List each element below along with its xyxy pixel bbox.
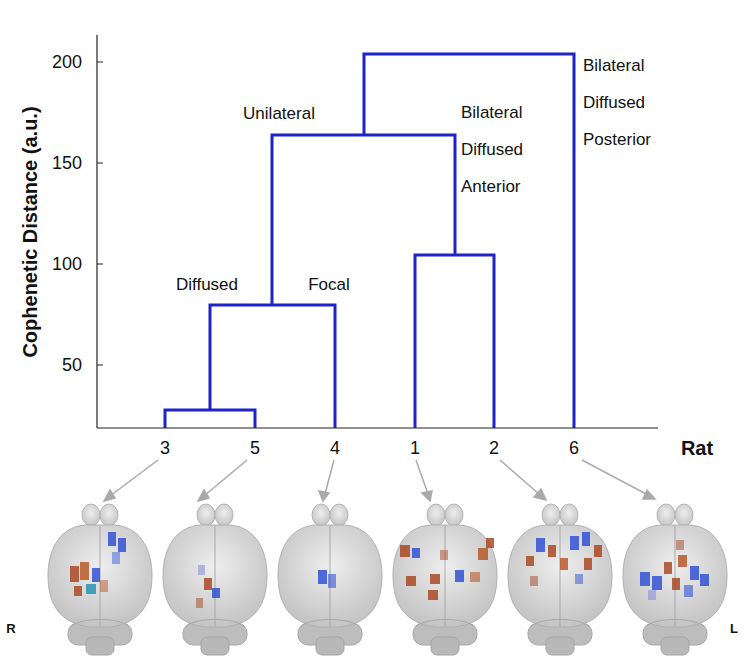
tick-label: 150: [52, 153, 82, 174]
tick-label: 100: [52, 254, 82, 275]
leaf-label: 5: [250, 438, 260, 459]
leaf-label: 3: [160, 438, 170, 459]
cluster-label: Focal: [308, 275, 350, 295]
tick-label: 200: [52, 52, 82, 73]
cluster-label: Bilateral Diffused Anterior: [461, 94, 551, 205]
leaf-label: 1: [410, 438, 420, 459]
leaf-label: 4: [330, 438, 340, 459]
cluster-label: Unilateral: [243, 104, 315, 124]
leaf-label: 2: [489, 438, 499, 459]
axis-title: Rat: [681, 437, 713, 460]
cluster-label: Diffused: [176, 275, 238, 295]
cluster-label: Bilateral Diffused Posterior: [583, 47, 673, 158]
axis-title: Cophenetic Distance (a.u.): [19, 106, 42, 357]
leaf-label: 6: [569, 438, 579, 459]
side-label: R: [6, 622, 15, 637]
tick-label: 50: [62, 355, 82, 376]
brain-map: [48, 504, 727, 655]
side-label: L: [730, 622, 738, 637]
